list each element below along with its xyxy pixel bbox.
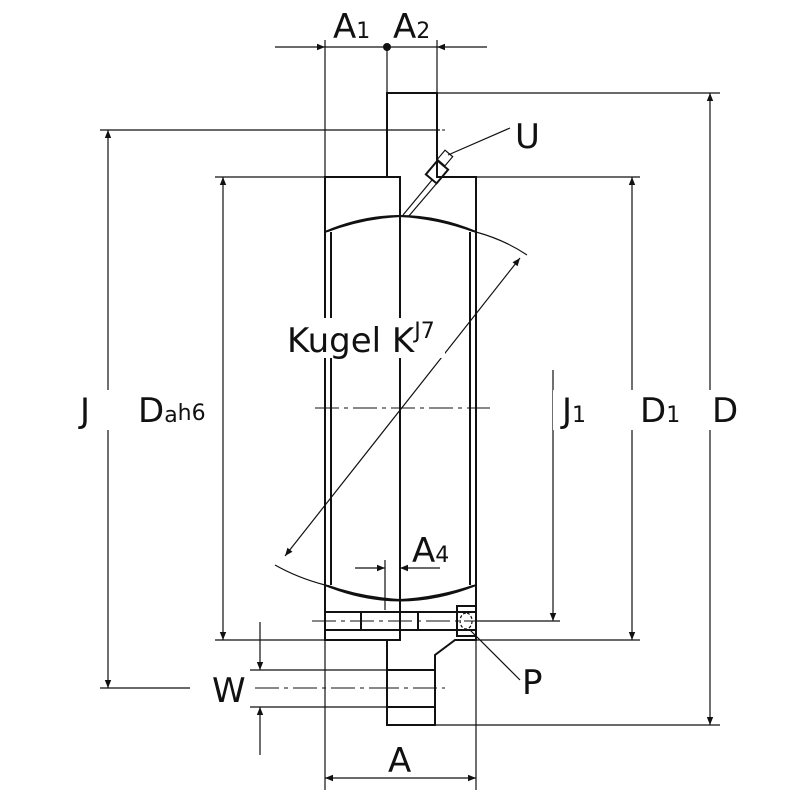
dim-a: A [324, 640, 477, 790]
label-a2: A2 [393, 7, 430, 47]
label-a: A [388, 741, 411, 781]
dim-d: D [435, 92, 744, 726]
dim-da: Dah6 [138, 176, 325, 641]
label-kugel: Kugel KJ7 [287, 319, 435, 361]
label-da: Dah6 [138, 391, 206, 431]
label-a4: A4 [412, 531, 449, 571]
grease-nipple [402, 149, 454, 218]
label-j: J [78, 391, 90, 431]
dim-j: J [78, 129, 440, 689]
label-d: D [712, 391, 738, 431]
dim-j1: J1 [476, 370, 586, 622]
label-u: U [515, 117, 540, 157]
label-j1: J1 [560, 391, 586, 431]
label-p: P [522, 663, 543, 703]
label-d1: D1 [640, 391, 680, 431]
dim-d1: D1 [476, 176, 680, 641]
dim-w: W [212, 622, 387, 755]
label-w: W [212, 671, 246, 711]
label-a1: A1 [333, 7, 370, 47]
dim-a1-a2: A1 A2 [275, 7, 487, 177]
dim-a4: A4 [355, 531, 449, 610]
